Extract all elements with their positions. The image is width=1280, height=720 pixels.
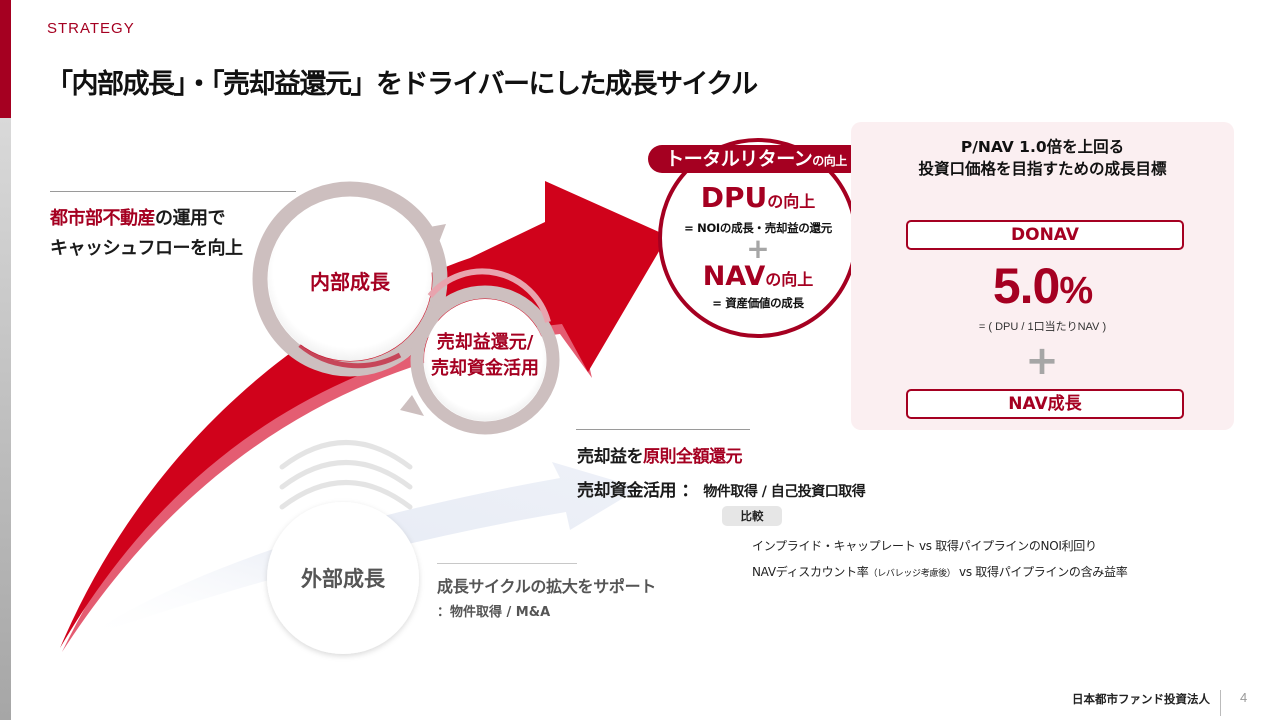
left-accent-bar-gray bbox=[0, 118, 11, 720]
dpu-heading: DPUの向上 bbox=[660, 180, 856, 220]
compare-item-text: NAVディスカウント率 bbox=[752, 565, 869, 579]
left-note-line1-rest: の運用で bbox=[155, 208, 226, 229]
page-number: 4 bbox=[1240, 690, 1248, 705]
growth-target-title-line1: P/NAV 1.0倍を上回る bbox=[960, 138, 1125, 156]
external-growth-main: 成長サイクルの拡大をサポート bbox=[437, 577, 657, 596]
sale-policy-highlight: 原則全額還元 bbox=[643, 447, 743, 467]
dpu-subtext: = NOIの成長・売却益の還元 bbox=[684, 221, 832, 235]
total-return-badge: トータルリターンの向上 bbox=[648, 145, 864, 173]
growth-target-panel bbox=[851, 122, 1234, 430]
compare-item-note: （レバレッジ考慮後） bbox=[868, 569, 956, 579]
donav-number: 5.0 bbox=[992, 258, 1061, 314]
donav-label-box: DONAV bbox=[906, 220, 1184, 250]
sale-return-ring bbox=[400, 268, 560, 435]
external-growth-label: 外部成長 bbox=[301, 567, 385, 591]
sale-policy-rule bbox=[576, 429, 750, 430]
left-note-rule bbox=[50, 191, 296, 192]
external-growth-waves bbox=[279, 440, 413, 510]
sale-policy: 売却益を原則全額還元 売却資金活用 ： 物件取得 / 自己投資口取得 bbox=[577, 440, 866, 509]
left-note: 都市部不動産の運用で キャッシュフローを向上 bbox=[50, 204, 243, 264]
external-note-rule bbox=[437, 563, 577, 564]
dpu-suffix: の向上 bbox=[767, 192, 816, 211]
external-growth-disc bbox=[267, 502, 419, 654]
left-accent-bar-red bbox=[0, 0, 11, 118]
nav-heading: NAVの向上 bbox=[660, 260, 856, 297]
nav-main: NAV bbox=[702, 261, 766, 292]
sale-policy-line2-prefix: 売却資金活用 ： bbox=[577, 481, 698, 501]
total-return-badge-suffix: の向上 bbox=[812, 154, 847, 168]
page-title: 「内部成長」・「売却益還元」をドライバーにした成長サイクル bbox=[46, 69, 758, 100]
footer-divider bbox=[1220, 690, 1221, 716]
sale-policy-line1-prefix: 売却益を bbox=[577, 447, 644, 467]
compare-item: インプライド・キャップレート vs 取得パイプラインのNOI利回り bbox=[752, 539, 1097, 553]
internal-growth-ring bbox=[252, 181, 448, 377]
donav-value: 5.0% bbox=[851, 256, 1234, 321]
external-growth-note: 成長サイクルの拡大をサポート ：物件取得 / M&A bbox=[437, 573, 656, 620]
nav-growth-box: NAV成長 bbox=[906, 389, 1184, 419]
donav-unit: % bbox=[1059, 270, 1093, 312]
left-note-line2: キャッシュフローを向上 bbox=[50, 238, 243, 259]
total-return-badge-main: トータルリターン bbox=[665, 148, 813, 170]
compare-tag: 比較 bbox=[722, 506, 782, 526]
external-growth-sub: ：物件取得 / M&A bbox=[437, 605, 551, 620]
sale-policy-line2-detail: 物件取得 / 自己投資口取得 bbox=[703, 484, 866, 500]
left-note-highlight: 都市部不動産 bbox=[50, 208, 156, 229]
section-label: STRATEGY bbox=[47, 20, 135, 37]
compare-item: NAVディスカウント率（レバレッジ考慮後） vs 取得パイプラインの含み益率 bbox=[752, 563, 1128, 580]
growth-target-title: P/NAV 1.0倍を上回る 投資口価格を目指すための成長目標 bbox=[851, 136, 1234, 180]
nav-suffix: の向上 bbox=[765, 270, 814, 289]
sale-return-label-line2: 売却資金活用 bbox=[431, 358, 539, 379]
internal-growth-label: 内部成長 bbox=[310, 270, 390, 294]
donav-formula: = ( DPU / 1口当たりNAV ) bbox=[978, 321, 1107, 333]
sale-return-label-line1: 売却益還元/ bbox=[436, 332, 534, 353]
footer-organization: 日本都市ファンド投資法人 bbox=[1072, 692, 1210, 706]
sale-return-label: 売却益還元/ 売却資金活用 bbox=[415, 330, 555, 382]
dpu-main: DPU bbox=[700, 181, 768, 214]
plus-icon: + bbox=[746, 232, 770, 265]
compare-item-text: vs 取得パイプラインの含み益率 bbox=[955, 565, 1128, 579]
growth-target-title-line2: 投資口価格を目指すための成長目標 bbox=[918, 160, 1167, 178]
nav-subtext: = 資産価値の成長 bbox=[712, 296, 804, 310]
panel-plus-icon: + bbox=[1025, 338, 1059, 384]
